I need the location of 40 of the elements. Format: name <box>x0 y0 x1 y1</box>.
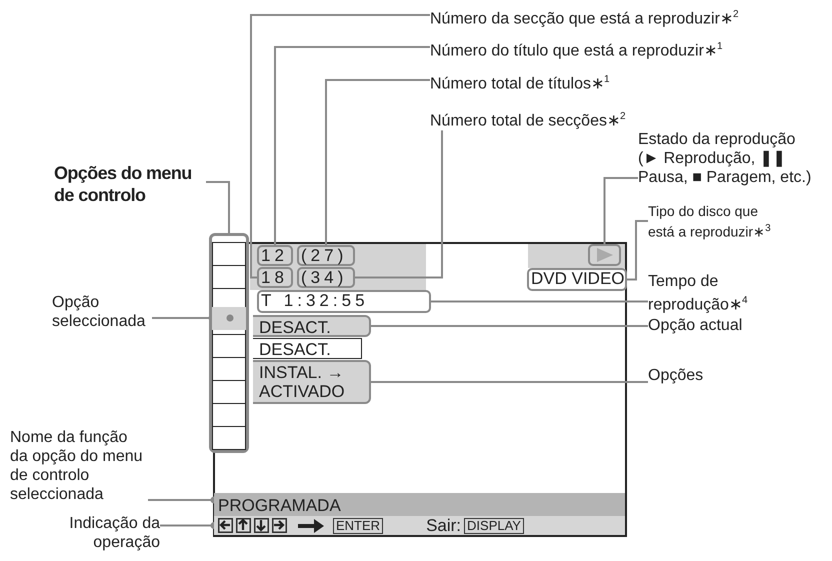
callout-label: Nome da função da opção do menu de controlo seleccionada <box>10 428 148 504</box>
leader-line <box>325 79 430 245</box>
function-name-bar: PROGRAMADA <box>214 493 625 516</box>
leader-line <box>355 130 443 278</box>
display-field: 18 <box>257 267 293 288</box>
menu-column <box>209 233 249 453</box>
callout-label: Estado da reprodução (► Reprodução, ❚❚ Pausa, ■ Paragem, etc.) <box>638 130 818 187</box>
leader-line <box>604 177 638 244</box>
callout-label: Número do título que está a reproduzir∗$^{1}$ <box>430 37 830 60</box>
callout-label: Número total de secções∗$^{2}$ <box>430 107 830 130</box>
leader-line <box>206 181 230 233</box>
callout-label: Tempo de reprodução∗$^{4}$ <box>648 272 758 314</box>
callout-label: Número total de títulos∗$^{1}$ <box>430 70 830 94</box>
callout-heading: Opções do menu de controlo <box>54 162 206 206</box>
leader-line <box>371 325 648 327</box>
leader-line <box>627 220 648 280</box>
operation-bar <box>214 516 625 535</box>
callout-label: Opção actual <box>648 316 828 335</box>
display-field: T 1:32:55 <box>257 290 431 313</box>
callout-label: Opções <box>648 366 828 385</box>
option-field: DESACT. <box>253 315 371 337</box>
callout-label: Opção seleccionada <box>52 293 152 331</box>
leader-line <box>274 46 430 245</box>
option-field: INSTAL. → ACTIVADO <box>253 360 371 404</box>
leader-line <box>250 14 430 278</box>
selected-menu-cell <box>212 306 246 330</box>
key-label: DISPLAY <box>464 518 524 534</box>
display-field: (34) <box>297 267 355 288</box>
display-field: (27) <box>297 245 355 266</box>
leader-line <box>371 381 648 383</box>
key-label: ENTER <box>333 518 384 534</box>
display-field: DVD VIDEO <box>527 268 627 291</box>
callout-label: Tipo do disco que está a reproduzir∗$^{3}$ <box>648 203 778 241</box>
leader-line <box>431 300 648 302</box>
display-field: 12 <box>257 245 293 266</box>
option-field: DESACT. <box>253 338 362 359</box>
callout-label: Indicação da operação <box>40 514 160 552</box>
status-field <box>588 244 621 266</box>
callout-label: Número da secção que está a reproduzir∗$^{2}$ <box>430 5 830 28</box>
exit-label: Sair: <box>426 516 462 536</box>
